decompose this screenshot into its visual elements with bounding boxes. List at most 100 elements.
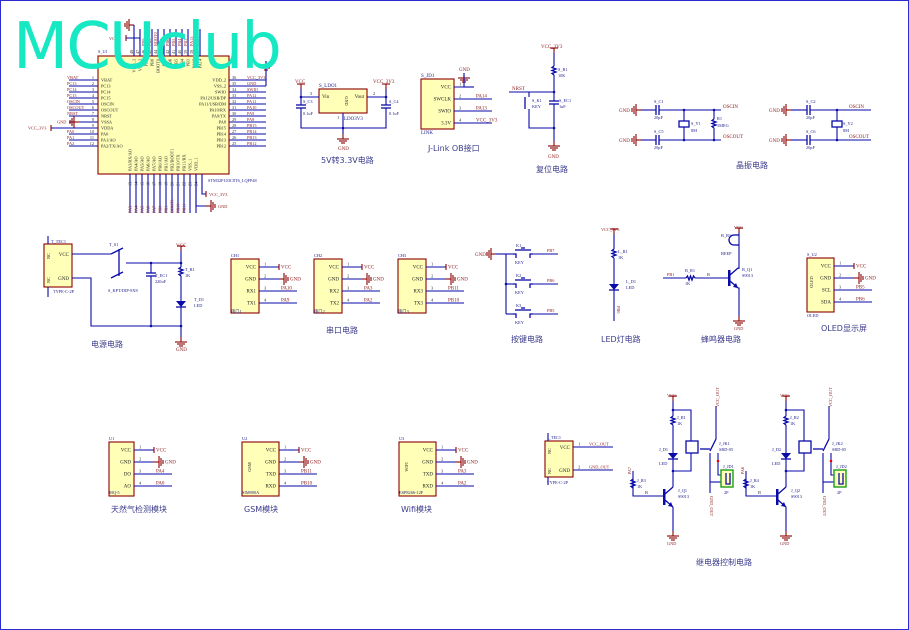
mcu-pin-number: 22 [182, 182, 187, 186]
net-label: PB5 [856, 286, 865, 291]
pin-label: B [707, 272, 710, 277]
mcu-pin-name: VSS_2 [214, 84, 226, 89]
no-connect-dot [829, 459, 833, 463]
net-label: PA7 [627, 466, 632, 474]
net-label: PC15 [67, 93, 77, 98]
resistor-value: 1K [790, 421, 796, 426]
transistor-icon [663, 489, 666, 505]
mcu-pin-name: OSCOUT [101, 108, 119, 113]
relay-value: SRD-05 [719, 447, 733, 452]
pin-number: 2 [264, 274, 266, 279]
net-label: PB6 [856, 298, 865, 303]
net-label: GND_OUT [589, 465, 610, 470]
pin-number: 2 [373, 91, 375, 96]
typec-part: TYPE-C-2P [53, 289, 75, 294]
mcu-pin-number: 13 [128, 182, 133, 186]
module-ref: U2 [242, 436, 247, 441]
pin-name: RXD [422, 485, 433, 490]
net-label-oscin: OSCIN [849, 105, 864, 110]
cap-value: 0.1uF [389, 111, 400, 116]
mcu-pin-name: PB1/AO [164, 156, 169, 171]
mcu-pin-name: PB9 [144, 59, 149, 66]
pin-name: SCL [822, 289, 831, 294]
transistor-value: S9013 [742, 273, 753, 278]
led-value: LED [626, 285, 634, 290]
net-label-vcc: VCC [156, 449, 167, 454]
transistor-arrow-icon [668, 502, 673, 507]
mcu-pin-number: 37 [195, 49, 200, 54]
pin-name: RX3 [414, 290, 424, 295]
oled-part: OLED [807, 313, 818, 318]
pin-name: RX2 [330, 290, 340, 295]
no-connect-dot [716, 459, 720, 463]
buzzer-ref: B_B1 [721, 233, 731, 238]
mcu-pin-number: 1 [92, 75, 94, 80]
mcu-pin-number: 27 [232, 129, 237, 134]
jlink-section-title: J-Link OB接口 [427, 143, 480, 153]
mcu-pin-name: PA4/AO [134, 156, 139, 171]
net-label-vcc: VCC [281, 266, 292, 271]
net-label-gnd: GND [619, 109, 630, 114]
mcu-pin-number: 32 [232, 99, 236, 104]
terminal-value: 2P [837, 490, 842, 495]
junction-dot [341, 126, 345, 130]
net-label-vcc: VCC [448, 266, 459, 271]
switch-icon [110, 247, 124, 255]
net-label: PA12 [247, 93, 256, 98]
mcu-pin-name: PA3/RX/AO [128, 149, 133, 171]
resistor-value: 1K [685, 281, 691, 286]
module-ref: U1 [109, 436, 114, 441]
net-label: PC13 [67, 81, 77, 86]
net-label-gnd: GND [467, 461, 478, 466]
net-label: PA0 [67, 129, 74, 134]
junction-dot [149, 324, 153, 328]
crystal-value: 8M [843, 128, 849, 133]
net-label: PB5 [171, 39, 176, 46]
switch-part: S_KPT/DIP-8X8 [108, 288, 138, 293]
cap-ref: S_C6 [806, 129, 816, 134]
reset-section-title: 复位电路 [536, 164, 568, 174]
jlink-part: LINK [421, 131, 433, 136]
led-value: LED [659, 461, 667, 466]
mcu-pin-name: PA6/AO [146, 156, 151, 171]
mcu-pin-number: 38 [189, 50, 194, 54]
led-icon [176, 301, 186, 307]
junction-dot [179, 324, 183, 328]
resistor-value: 10K [558, 73, 566, 78]
terminal-ref: J_JD1 [723, 464, 734, 469]
relay-ref: J_JK1 [719, 441, 730, 446]
net-label: PA6 [740, 466, 745, 474]
mcu-pin-name: PB0/AO [158, 156, 163, 171]
net-label: PC14 [67, 87, 77, 92]
net-label-vcc: VCC [667, 393, 676, 398]
net-label: PB13 [247, 135, 257, 140]
net-label: VCC_OUT [589, 442, 609, 447]
net-label: PB8 [147, 39, 152, 46]
pin-name: VCC [246, 266, 257, 271]
net-label: PA2 [458, 482, 467, 487]
power-section-title: 电源电路 [91, 339, 123, 349]
net-label: BOOT0 [153, 32, 158, 46]
net-label-gnd: GND [97, 23, 106, 28]
mcu-pin-number: 35 [232, 81, 236, 86]
mcu-pin-name: VDD_2 [212, 78, 226, 83]
wire [72, 277, 181, 327]
net-label: PB10 [301, 482, 313, 487]
pin-number: 2 [284, 457, 286, 462]
mcu-pin-name: PA11/USB/DM [199, 102, 226, 107]
usb-typec-input [43, 243, 73, 288]
resistor-ref: J_R3 [637, 478, 646, 483]
pin-number: 3 [347, 286, 350, 291]
pin-number: 2 [441, 457, 443, 462]
wire [367, 89, 387, 98]
cap-ref: S_C5 [654, 129, 664, 134]
net-label: PB3 [183, 39, 188, 46]
net-label-gnd: GND [373, 278, 384, 283]
resistor-icon [685, 274, 696, 282]
oled-connector [806, 257, 835, 313]
led-icon [668, 453, 678, 459]
net-label: PB1 [667, 272, 674, 277]
key-value: KEY [532, 104, 541, 109]
resistor-ref: B_R1 [685, 268, 695, 273]
